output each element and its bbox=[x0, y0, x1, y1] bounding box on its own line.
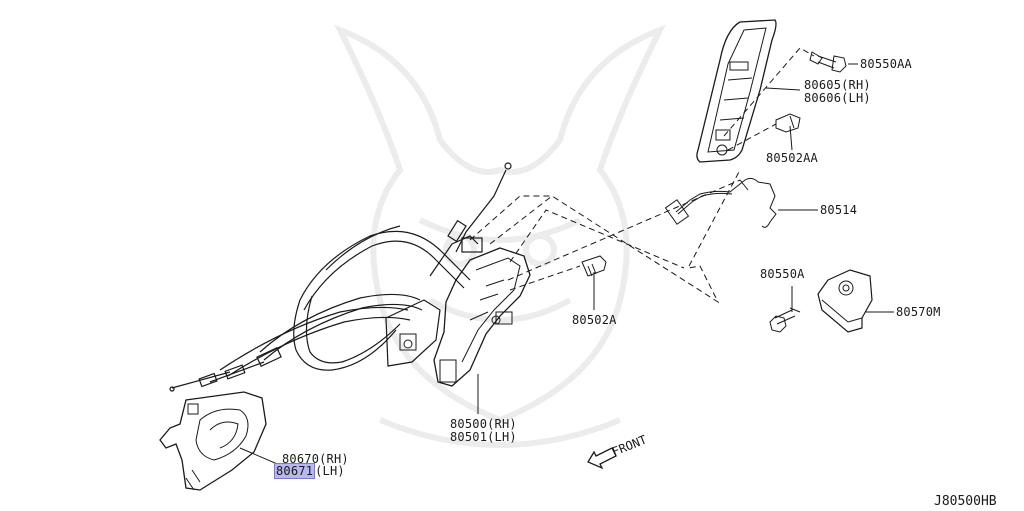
bolt-80502A-drawing bbox=[581, 255, 607, 277]
label-80550AA: 80550AA bbox=[860, 57, 912, 71]
label-80514: 80514 bbox=[820, 203, 858, 217]
door-lock-actuator-drawing bbox=[385, 247, 531, 387]
label-80671-suffix: (LH) bbox=[315, 464, 345, 478]
inside-handle-drawing bbox=[159, 391, 267, 491]
cables-drawing bbox=[169, 162, 512, 392]
diagram-code: J80500HB bbox=[934, 494, 997, 509]
label-80501: 80501(LH) bbox=[450, 430, 517, 444]
bolt-80550A-drawing bbox=[769, 307, 801, 333]
front-arrow-icon bbox=[587, 447, 617, 470]
label-80671-highlighted[interactable]: 80671 bbox=[274, 463, 316, 479]
harness-80514-drawing bbox=[664, 177, 777, 228]
bolt-80550AA-drawing bbox=[809, 51, 847, 73]
label-80570M: 80570M bbox=[896, 305, 941, 319]
label-80606: 80606(LH) bbox=[804, 91, 871, 105]
bolt-80502AA-drawing bbox=[775, 113, 801, 133]
label-80550A: 80550A bbox=[760, 267, 805, 281]
label-80671-row: 80671(LH) bbox=[274, 463, 345, 479]
outside-handle-drawing bbox=[696, 19, 777, 163]
striker-drawing bbox=[817, 269, 873, 333]
label-80502A: 80502A bbox=[572, 313, 617, 327]
label-80605: 80605(RH) bbox=[804, 78, 871, 92]
label-80500: 80500(RH) bbox=[450, 417, 517, 431]
label-80670: 80670(RH) bbox=[282, 452, 349, 466]
dashed-reference-lines bbox=[469, 47, 815, 304]
label-80502AA: 80502AA bbox=[766, 151, 818, 165]
